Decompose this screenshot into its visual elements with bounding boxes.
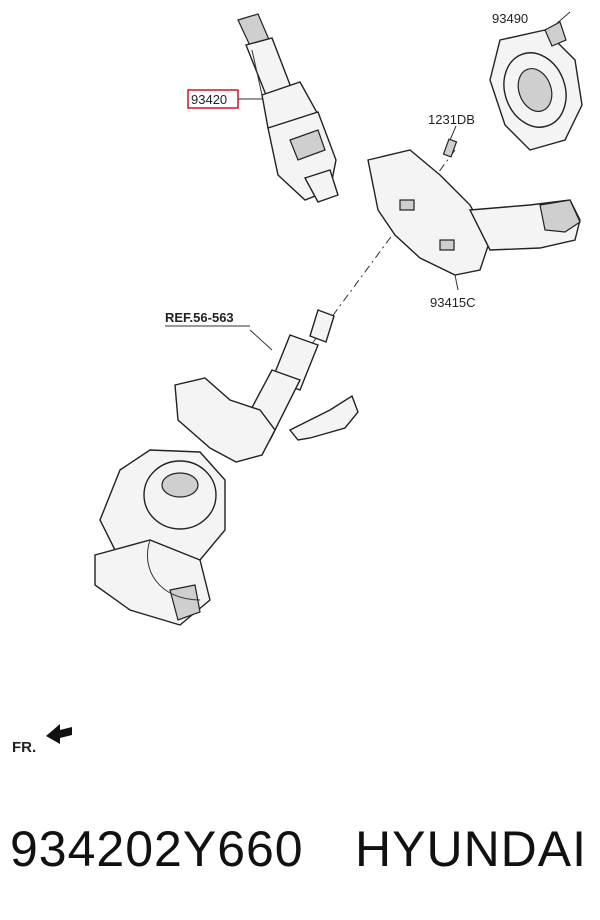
- steering-column-assembly[interactable]: [94, 309, 359, 626]
- part-1231DB-bolt[interactable]: [442, 125, 458, 158]
- part-93420-switch[interactable]: [237, 13, 339, 203]
- callout-93420[interactable]: 93420: [191, 92, 227, 107]
- callout-1231DB[interactable]: 1231DB: [428, 112, 475, 127]
- callout-93490[interactable]: 93490: [492, 11, 528, 26]
- callout-93415C[interactable]: 93415C: [430, 295, 476, 310]
- front-orientation-label: FR.: [12, 739, 36, 756]
- part-number: 934202Y660: [10, 821, 304, 877]
- brand-name: HYUNDAI: [355, 821, 588, 877]
- part-93415C-switch-body[interactable]: [367, 149, 581, 291]
- part-93490-clock-spring[interactable]: [489, 11, 583, 151]
- front-arrow-icon: [46, 724, 72, 744]
- ref-label[interactable]: REF.56-563: [165, 310, 234, 325]
